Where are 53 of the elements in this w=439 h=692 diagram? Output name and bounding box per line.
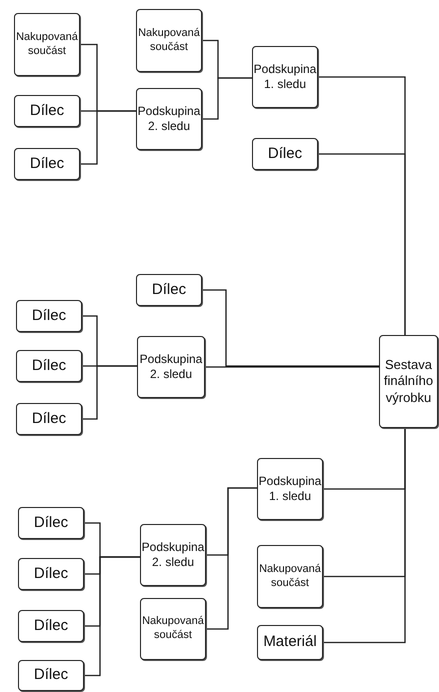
node-label: Podskupina 1. sledu [253, 62, 317, 92]
part-box [14, 13, 80, 76]
node-label: Nakupovaná součást [15, 30, 79, 58]
node-label: Dílec [34, 616, 68, 636]
connector-line [318, 153, 406, 335]
part-box [136, 88, 202, 150]
node-label: Dílec [34, 564, 68, 584]
part-box [257, 545, 323, 608]
part-box [14, 148, 80, 180]
part-box [252, 138, 318, 170]
node-label: Nakupovaná součást [137, 26, 201, 54]
connector-line [205, 366, 379, 368]
connector-line [202, 289, 379, 367]
node-label: Dílec [152, 280, 186, 300]
part-box [14, 95, 80, 127]
connector-line [82, 365, 137, 420]
part-box [252, 46, 318, 108]
node-label: Dílec [32, 306, 66, 326]
part-box [140, 598, 206, 660]
part-box [16, 403, 82, 435]
node-label: Nakupovaná součást [141, 615, 205, 643]
node-label: Podskupina 1. sledu [258, 474, 322, 504]
part-box [18, 610, 84, 642]
part-box [137, 336, 205, 398]
node-label: Dílec [30, 154, 64, 174]
node-label: Podskupina 2. sledu [138, 352, 204, 382]
connector-line [323, 428, 406, 644]
part-box [136, 274, 202, 306]
node-label: Podskupina 2. sledu [141, 540, 205, 570]
connector-line [84, 556, 140, 676]
node-label: Dílec [30, 102, 64, 120]
part-box [18, 507, 84, 539]
node-label: Dílec [34, 514, 68, 532]
part-box [16, 350, 82, 382]
connector-line [80, 110, 136, 165]
node-label: Dílec [34, 666, 68, 685]
node-label: Dílec [268, 144, 302, 164]
node-label: Nakupovaná součást [258, 562, 322, 590]
node-label: Podskupina 2. sledu [137, 104, 201, 134]
part-box [140, 524, 206, 586]
node-label: Dílec [32, 356, 66, 376]
part-box [257, 625, 323, 660]
node-label: Dílec [32, 410, 66, 428]
part-box [136, 9, 202, 72]
part-box [257, 458, 323, 520]
part-box [18, 660, 84, 691]
part-box [16, 300, 82, 332]
connector-line [202, 77, 252, 120]
node-label: Materiál [263, 633, 317, 652]
assembly-box [379, 335, 438, 428]
part-box [18, 558, 84, 590]
node-label: Sestava finálního výrobku [382, 357, 434, 406]
connector-line [206, 487, 257, 630]
